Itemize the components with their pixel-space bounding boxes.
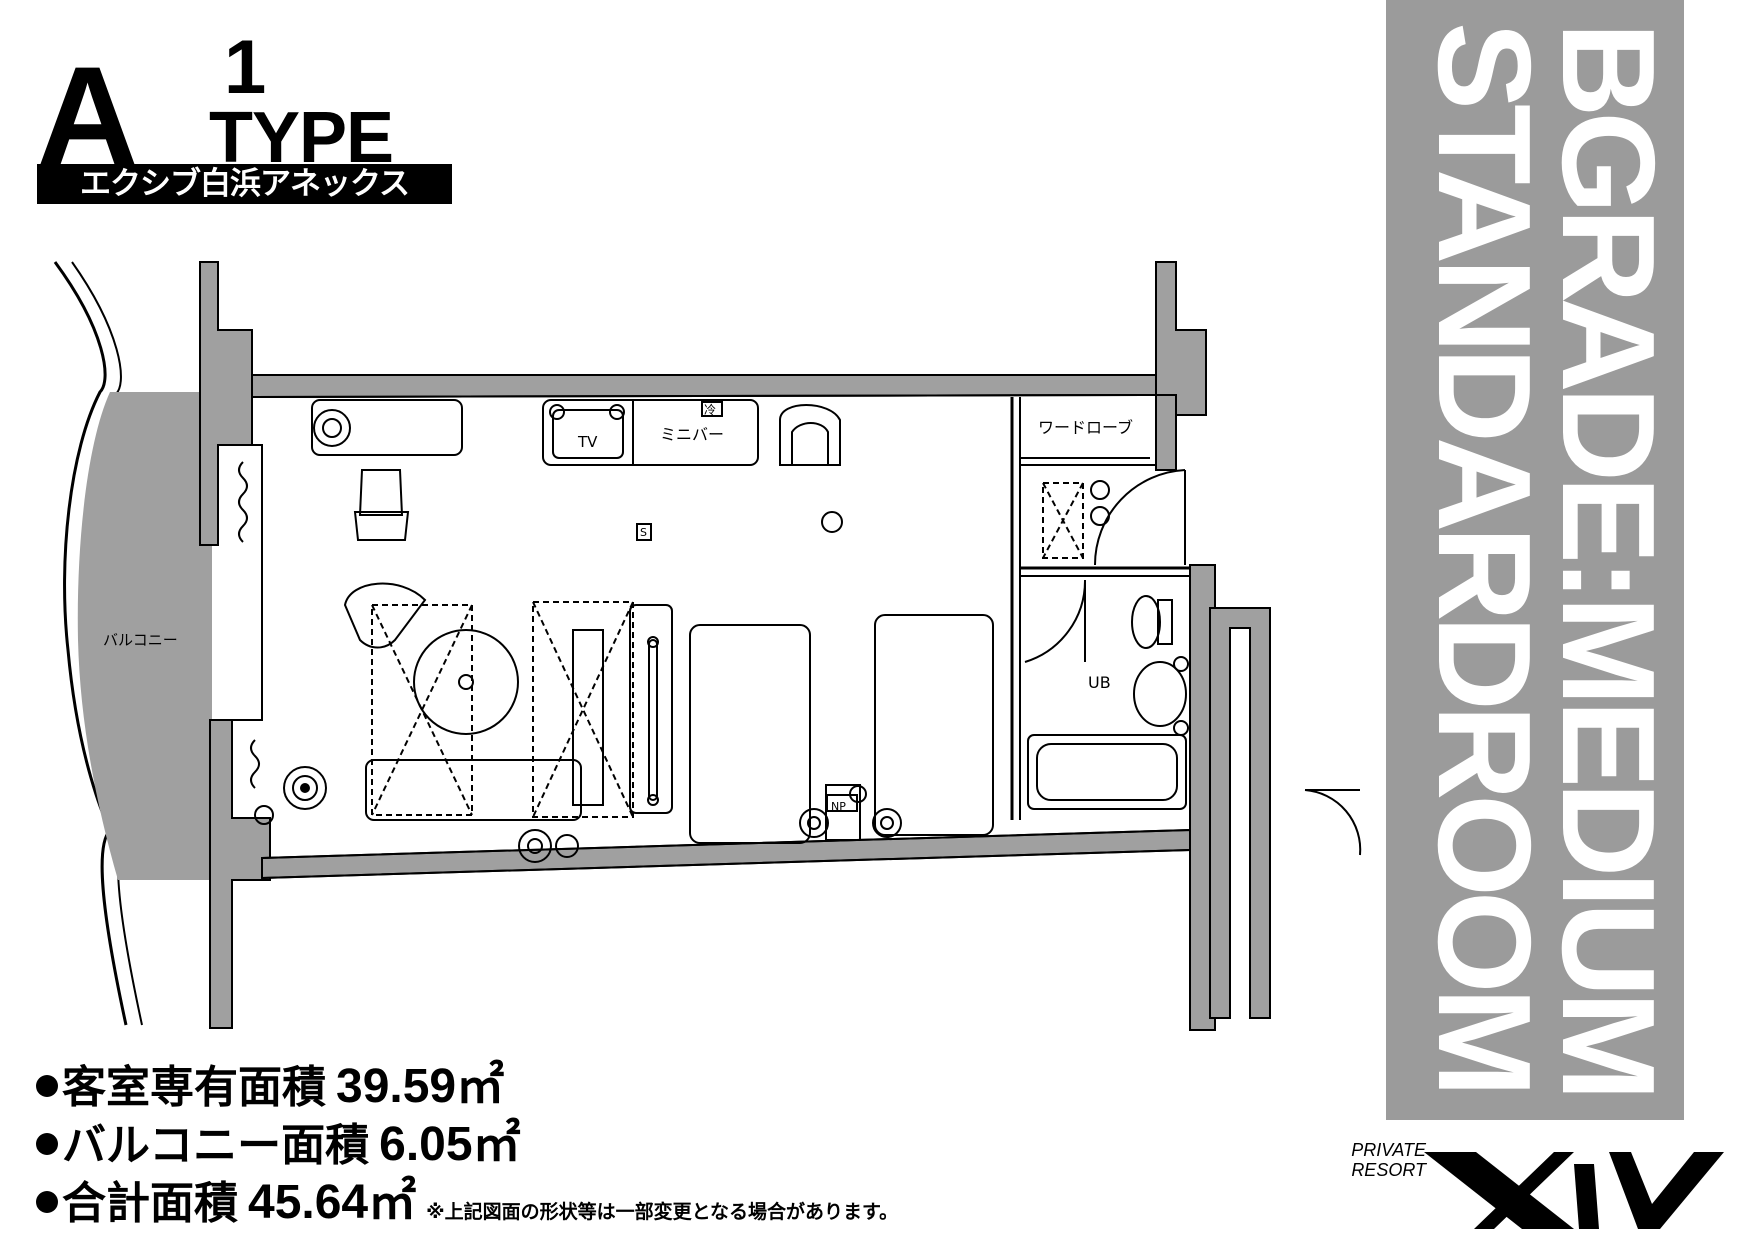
- private-resort-logo: PRIVATE RESORT: [1324, 1134, 1734, 1234]
- hotel-name: エクシブ白浜アネックス: [37, 164, 452, 204]
- logo-subtitle: PRIVATE RESORT: [1324, 1140, 1426, 1180]
- total-area-value: 45.64㎡: [248, 1176, 417, 1229]
- walls: [199, 261, 1271, 1031]
- type-letter: A: [37, 37, 138, 194]
- bullet-icon: [36, 1191, 58, 1213]
- grade-line-2: STANDARDROOM: [1411, 22, 1558, 1092]
- logo-line-1: PRIVATE: [1351, 1140, 1426, 1160]
- balcony-railing: [53, 261, 128, 1026]
- bullet-icon: [36, 1133, 58, 1155]
- grade-line-1: BGRADE:MEDIUM: [1535, 22, 1682, 1096]
- tv-label: TV: [577, 433, 598, 451]
- room-area-value: 39.59㎡: [336, 1060, 505, 1113]
- balcony-floor: [77, 392, 212, 880]
- grade-text: BGRADE:MEDIUM STANDARDROOM: [1400, 22, 1682, 1096]
- balcony-label: バルコニー: [103, 631, 178, 649]
- switch-label: S: [640, 526, 647, 539]
- logo-line-2: RESORT: [1351, 1160, 1426, 1180]
- type-number: 1: [224, 25, 267, 110]
- floor-plan: バルコニー ワードローブ TV ミニバー 冷 UB NP S: [53, 261, 1362, 1031]
- fridge-label: 冷: [704, 403, 716, 417]
- balcony-area-value: 6.05㎡: [379, 1118, 521, 1171]
- area-note: ※上記図面の形状等は一部変更となる場合があります。: [426, 1201, 899, 1223]
- room-area-label: 客室専有面積: [62, 1062, 326, 1113]
- wardrobe-label: ワードローブ: [1038, 418, 1133, 437]
- type-title: A 1 TYPE エクシブ白浜アネックス: [37, 28, 457, 206]
- balcony-area-label: バルコニー面積: [62, 1120, 370, 1171]
- np-label: NP: [831, 800, 846, 813]
- minibar-label: ミニバー: [660, 425, 724, 444]
- bullet-icon: [36, 1075, 58, 1097]
- grade-band: [1386, 0, 1684, 1120]
- xiv-logo-icon: [1424, 1152, 1724, 1229]
- unit-bath-label: UB: [1088, 673, 1111, 692]
- total-area-label: 合計面積: [62, 1178, 238, 1229]
